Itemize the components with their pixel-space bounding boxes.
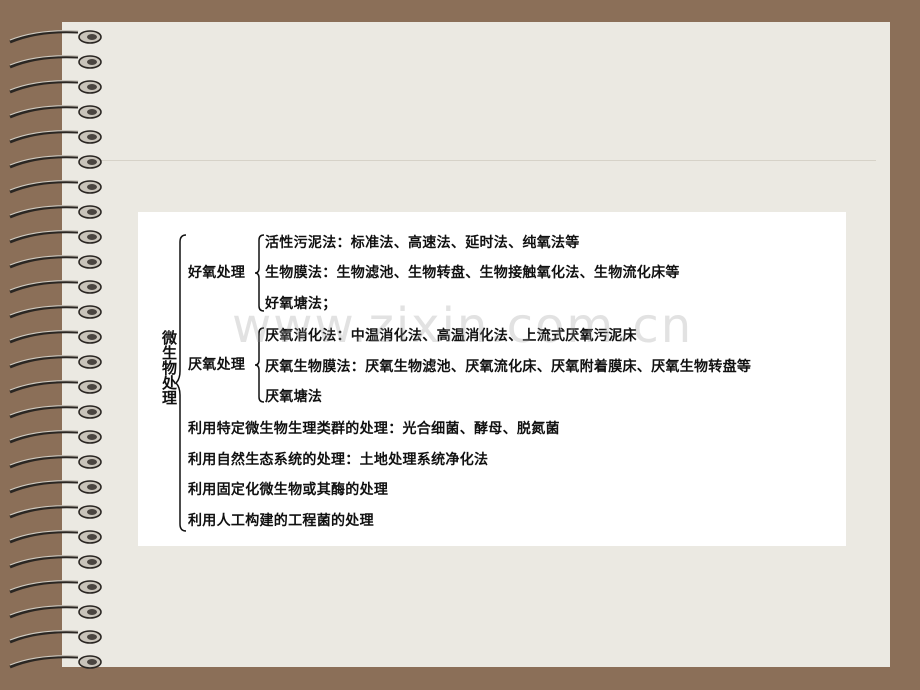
watermark: www.zixin.com.cn: [232, 298, 694, 354]
main-brace: [176, 234, 187, 532]
spiral-ring: [9, 255, 102, 269]
spiral-ring: [9, 580, 102, 594]
spiral-ring: [9, 480, 102, 494]
page-rule-line: [100, 160, 876, 161]
spiral-ring: [9, 505, 102, 519]
spiral-binding: [0, 0, 110, 690]
spiral-ring: [9, 380, 102, 394]
spiral-ring: [9, 430, 102, 444]
spiral-ring: [9, 405, 102, 419]
anaerobic-brace: [254, 327, 265, 403]
classification-figure: 微生物处理 好氧处理 活性污泥法：标准法、高速法、延时法、纯氧法等 生物膜法：生…: [138, 212, 846, 546]
branch-label-anaerobic: 厌氧处理: [188, 357, 246, 373]
aerobic-item-3: 好氧塘法；: [265, 296, 337, 312]
anaerobic-item-2: 厌氧生物膜法：厌氧生物滤池、厌氧流化床、厌氧附着膜床、厌氧生物转盘等: [265, 359, 752, 375]
spiral-ring: [9, 455, 102, 469]
spiral-ring: [9, 105, 102, 119]
spiral-ring: [9, 555, 102, 569]
spiral-ring: [9, 355, 102, 369]
aerobic-brace: [254, 234, 265, 312]
aerobic-item-1: 活性污泥法：标准法、高速法、延时法、纯氧法等: [265, 235, 580, 251]
spiral-ring: [9, 605, 102, 619]
spiral-ring: [9, 55, 102, 69]
direct-item-3: 利用固定化微生物或其酶的处理: [188, 482, 389, 498]
spiral-ring: [9, 30, 102, 44]
direct-item-2: 利用自然生态系统的处理：土地处理系统净化法: [188, 452, 489, 468]
spiral-ring: [9, 305, 102, 319]
spiral-ring: [9, 530, 102, 544]
spiral-ring: [9, 230, 102, 244]
spiral-ring: [9, 80, 102, 94]
spiral-ring: [9, 655, 102, 669]
spiral-ring: [9, 280, 102, 294]
spiral-ring: [9, 155, 102, 169]
spiral-ring: [9, 130, 102, 144]
branch-label-aerobic: 好氧处理: [188, 265, 246, 281]
spiral-ring: [9, 630, 102, 644]
direct-item-4: 利用人工构建的工程菌的处理: [188, 513, 374, 529]
spiral-ring: [9, 330, 102, 344]
root-label: 微生物处理: [160, 330, 178, 405]
spiral-ring: [9, 205, 102, 219]
direct-item-1: 利用特定微生物生理类群的处理：光合细菌、酵母、脱氮菌: [188, 421, 560, 437]
spiral-ring: [9, 180, 102, 194]
anaerobic-item-3: 厌氧塘法: [265, 389, 323, 405]
aerobic-item-2: 生物膜法：生物滤池、生物转盘、生物接触氧化法、生物流化床等: [265, 265, 680, 281]
anaerobic-item-1: 厌氧消化法：中温消化法、高温消化法、上流式厌氧污泥床: [265, 328, 637, 344]
